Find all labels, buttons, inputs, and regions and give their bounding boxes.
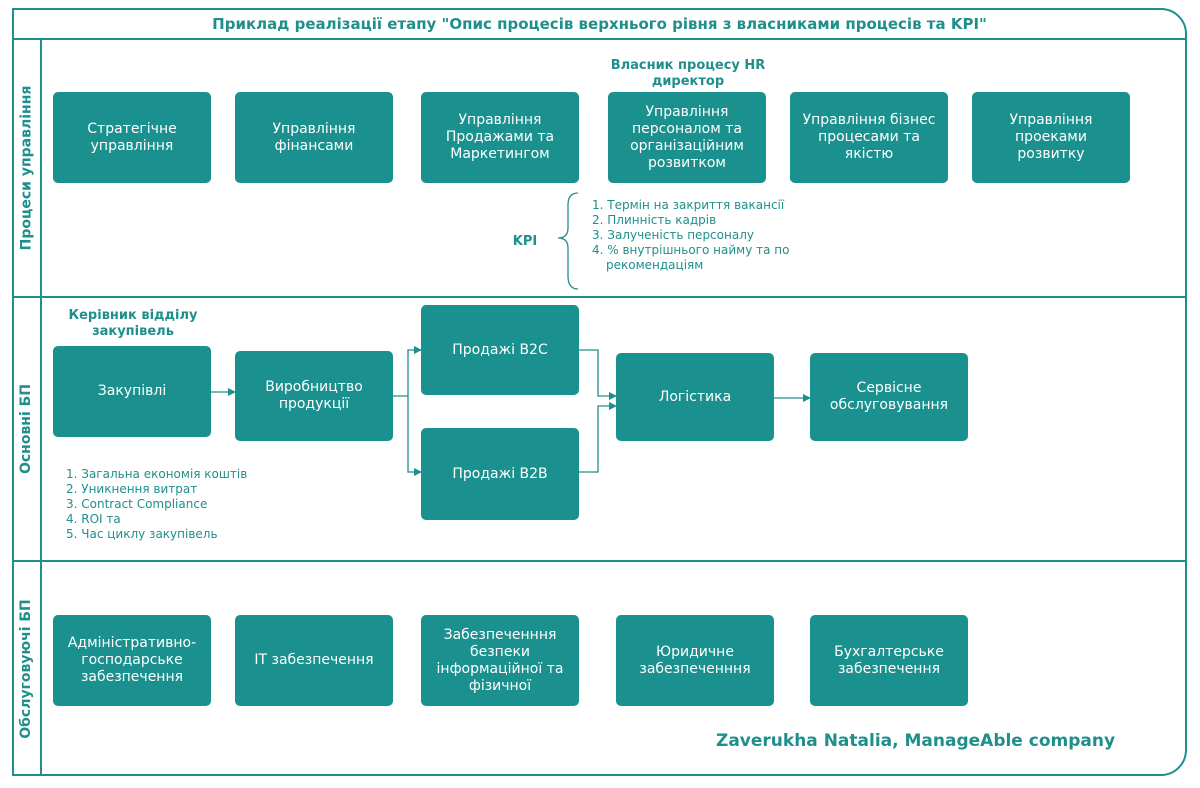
procurement-kpi-item: 2. Уникнення витрат — [66, 482, 198, 496]
box-security-support: Забезпеченння безпеки інформаційної та ф… — [421, 615, 579, 706]
kpi-brace — [557, 192, 579, 290]
box-administrative-support: Адміністративно-господарське забезпеченн… — [53, 615, 211, 706]
procurement-kpi-item: 3. Contract Compliance — [66, 497, 208, 511]
hr-process-owner: Власник процесу HR директор — [610, 58, 766, 89]
hr-kpi-item: 4. % внутрішнього найму та по рекомендац… — [592, 243, 790, 272]
box-it-support: IT забезпечення — [235, 615, 393, 706]
arrow-production-b2c — [393, 346, 422, 397]
lane-divider-management-core — [12, 296, 1187, 298]
box-accounting-support: Бухгалтерське забезпечення — [810, 615, 968, 706]
box-legal-support: Юридичне забезпеченння — [616, 615, 774, 706]
box-sales-b2b: Продажі B2B — [421, 428, 579, 520]
box-process-quality-management: Управління бізнес процесами та якістю — [790, 92, 948, 183]
arrow-b2b-logistics — [579, 402, 617, 473]
box-finance-management: Управління фінансами — [235, 92, 393, 183]
lane-divider-core-support — [12, 560, 1187, 562]
arrow-production-b2b — [407, 396, 422, 476]
procurement-owner: Керівник відділу закупівель — [68, 308, 198, 339]
box-logistics: Логістика — [616, 353, 774, 441]
lane-label-divider — [40, 38, 42, 776]
box-sales-marketing-management: Управління Продажами та Маркетингом — [421, 92, 579, 183]
box-service: Сервісне обслуговування — [810, 353, 968, 441]
kpi-label: KPI — [512, 234, 538, 249]
author-signature: Zaverukha Natalia, ManageAble company — [716, 731, 1116, 751]
hr-kpi-item: 1. Термін на закриття вакансії — [592, 198, 785, 212]
box-sales-b2c: Продажі B2C — [421, 305, 579, 395]
box-procurement: Закупівлі — [53, 346, 211, 437]
hr-kpi-item: 3. Залученість персоналу — [592, 228, 754, 242]
diagram-frame — [12, 8, 1187, 776]
title-divider — [12, 38, 1187, 40]
arrow-b2c-logistics — [579, 349, 617, 400]
box-production: Виробництво продукції — [235, 351, 393, 441]
hr-kpi-list: 1. Термін на закриття вакансії 2. Плинні… — [592, 198, 822, 273]
procurement-kpi-item: 4. ROI та — [66, 512, 121, 526]
box-hr-management: Управління персоналом та організаційним … — [608, 92, 766, 183]
procurement-kpi-list: 1. Загальна економія коштів 2. Уникнення… — [66, 467, 286, 542]
hr-kpi-item: 2. Плинність кадрів — [592, 213, 717, 227]
procurement-kpi-item: 1. Загальна економія коштів — [66, 467, 248, 481]
box-development-projects-management: Управління проеками розвитку — [972, 92, 1130, 183]
box-strategic-management: Стратегічне управління — [53, 92, 211, 183]
procurement-kpi-item: 5. Час циклу закупівель — [66, 527, 218, 541]
diagram-title: Приклад реалізації етапу "Опис процесів … — [212, 15, 987, 33]
